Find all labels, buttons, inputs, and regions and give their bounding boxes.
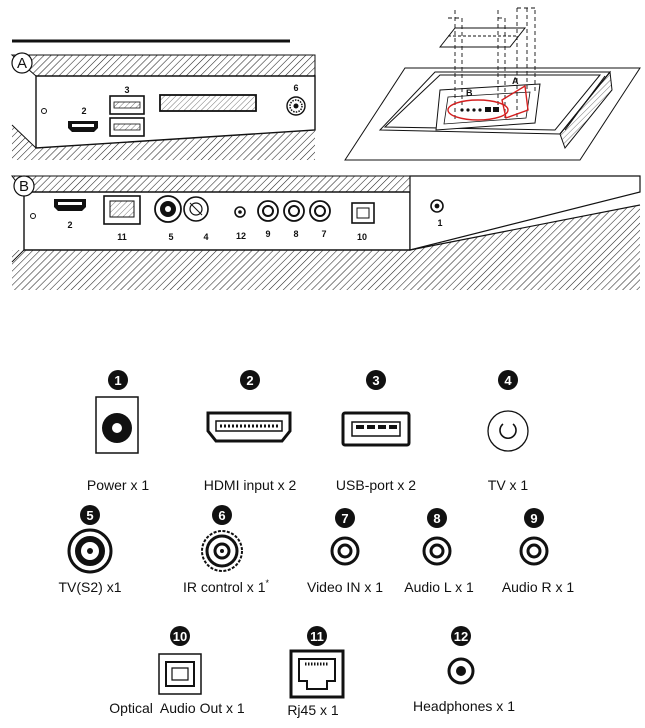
legend-number: 12 [454, 629, 468, 644]
panel-a-letter: A [17, 55, 27, 72]
legend-number: 8 [433, 511, 440, 526]
number-badge [335, 508, 355, 528]
legend-item-video-in: 7 Video IN x 1 [307, 508, 383, 595]
legend-number: 10 [173, 629, 187, 644]
legend-label: Power x 1 [87, 477, 149, 493]
rca-port-icon [519, 536, 549, 566]
optical-port-icon [351, 202, 375, 224]
screw-icon [41, 108, 47, 114]
panel-a: A 2 3 6 [10, 39, 316, 160]
panel-b-letter: B [19, 178, 29, 195]
number-badge [498, 370, 518, 390]
rca-port-icon [330, 536, 360, 566]
number-badge [366, 370, 386, 390]
number-badge [451, 626, 471, 646]
legend-item-rj45: 11 Rj45 x 1 [287, 626, 345, 718]
legend-number: 2 [246, 373, 253, 388]
rca-port-icon [422, 536, 452, 566]
panel-b-port-number: 1 [437, 218, 442, 228]
tv-callout-a: A [512, 76, 519, 86]
legend-label: Video IN x 1 [307, 579, 383, 595]
callout-b-outline [447, 99, 509, 121]
legend-item-audio-r: 9 Audio R x 1 [502, 508, 575, 595]
rca-port-icon [283, 200, 305, 222]
panel-b-port-number: 5 [168, 232, 173, 242]
panel-b-port-number: 11 [117, 232, 127, 242]
number-badge [307, 626, 327, 646]
legend-number: 1 [114, 373, 121, 388]
panel-a-port-number: 6 [293, 83, 298, 93]
legend-number: 6 [218, 508, 225, 523]
callout-a-outline [501, 84, 529, 119]
number-badge [212, 505, 232, 525]
legend-label: IR control x 1* [183, 578, 269, 595]
legend-item-audio-l: 8 Audio L x 1 [404, 508, 474, 595]
legend-label: USB-port x 2 [336, 477, 416, 493]
panel-b-port-number: 10 [357, 232, 367, 242]
legend-number: 9 [530, 511, 537, 526]
panel-b-port-number: 9 [265, 229, 270, 239]
legend-item-tv: 4 TV x 1 [487, 370, 529, 493]
legend-number: 3 [372, 373, 379, 388]
number-badge [240, 370, 260, 390]
tv-callout-b: B [466, 88, 473, 98]
legend-number: 4 [504, 373, 512, 388]
legend: 1 Power x 1 2 HDMI input x 2 3 USB-port … [58, 370, 574, 718]
screw-icon [30, 213, 36, 219]
legend-label: HDMI input x 2 [204, 477, 297, 493]
legend-label: TV(S2) x1 [58, 579, 121, 595]
panel-b-port-number: 8 [293, 229, 298, 239]
legend-item-power: 1 Power x 1 [87, 370, 149, 493]
legend-item-usb: 3 USB-port x 2 [336, 370, 416, 493]
legend-number: 7 [341, 511, 348, 526]
number-badge [427, 508, 447, 528]
legend-item-tv-s2: 5 TV(S2) x1 [58, 505, 122, 595]
panel-b-port-number: 12 [236, 231, 246, 241]
panel-b-port-number: 2 [67, 220, 72, 230]
legend-label: TV x 1 [488, 477, 529, 493]
panel-b-letter-circle [13, 175, 35, 197]
legend-label: Optical Audio Out x 1 [109, 700, 245, 716]
number-badge [524, 508, 544, 528]
coax-tv-port-icon [487, 410, 529, 452]
ci-card-slot [159, 94, 257, 112]
number-badge [170, 626, 190, 646]
legend-item-headphones: 12 Headphones x 1 [413, 626, 515, 714]
tv-rear-view: B A [344, 7, 641, 161]
legend-label: Audio L x 1 [404, 579, 474, 595]
rca-port-icon [257, 200, 279, 222]
panel-b-port-number: 7 [321, 229, 326, 239]
number-badge [108, 370, 128, 390]
legend-label: Audio R x 1 [502, 579, 575, 595]
legend-number: 5 [86, 508, 93, 523]
panel-a-letter-circle [11, 52, 33, 74]
legend-item-hdmi: 2 HDMI input x 2 [204, 370, 297, 493]
legend-label: Headphones x 1 [413, 698, 515, 714]
panel-a-port-number: 2 [81, 106, 86, 116]
number-badge [80, 505, 100, 525]
panel-b: B [11, 175, 641, 290]
panel-a-port-number: 3 [124, 85, 129, 95]
legend-number: 11 [310, 629, 324, 644]
legend-item-ir-control: 6 IR control x 1* [183, 505, 269, 595]
legend-item-optical: 10 Optical Audio Out x 1 [109, 626, 245, 716]
panel-b-port-number: 4 [203, 232, 208, 242]
legend-label: Rj45 x 1 [287, 702, 339, 718]
rca-port-icon [309, 200, 331, 222]
